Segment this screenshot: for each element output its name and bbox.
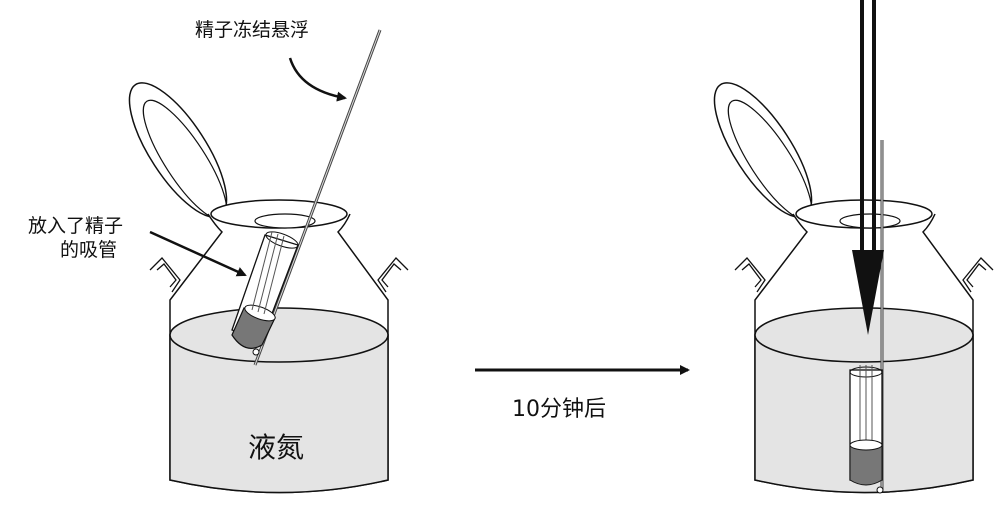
right-tank bbox=[696, 68, 994, 494]
right-straw-canister bbox=[849, 140, 884, 494]
straw-label-line2: 的吸管 bbox=[60, 239, 118, 261]
time-label: 10分钟后 bbox=[512, 397, 606, 422]
liquid-nitrogen-label: 液氮 bbox=[248, 431, 305, 464]
straw-arrow bbox=[149, 230, 247, 277]
straw-label-line1: 放入了精子 bbox=[28, 215, 124, 237]
suspension-arrow bbox=[288, 57, 347, 102]
down-arrow bbox=[852, 0, 884, 335]
left-straw-canister bbox=[231, 29, 382, 366]
suspension-label: 精子冻结悬浮 bbox=[195, 19, 310, 41]
